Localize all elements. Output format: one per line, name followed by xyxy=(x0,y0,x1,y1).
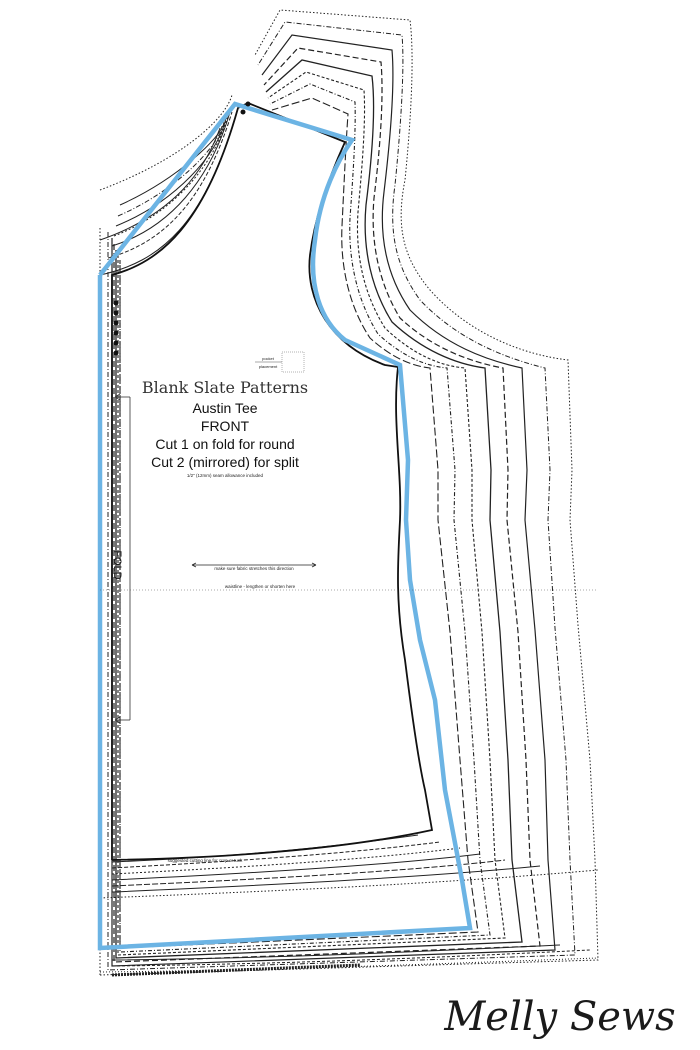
piece-name: FRONT xyxy=(201,418,250,434)
pattern-name: Austin Tee xyxy=(192,400,257,416)
cut-instruction-round: Cut 1 on fold for round xyxy=(155,436,294,452)
size-line-3 xyxy=(111,34,556,967)
pattern-label-block: Blank Slate Patterns Austin Tee FRONT Cu… xyxy=(142,378,308,478)
size-line-8 xyxy=(119,97,479,949)
neckline-curve-8 xyxy=(99,94,233,191)
hem-lines-group xyxy=(99,834,599,977)
neckline-curves-group xyxy=(99,94,239,276)
neckline-curve-4 xyxy=(113,114,229,237)
stretch-arrowhead-right xyxy=(311,562,317,568)
hem-line-7 xyxy=(99,869,599,899)
notch-dot xyxy=(113,300,119,306)
waistline-note: waistline - lengthen or shorten here xyxy=(225,584,296,589)
neckline-curve-2 xyxy=(107,111,233,259)
size-line-4 xyxy=(113,47,541,963)
pocket-placement: pocket placement xyxy=(255,351,305,373)
pocket-placement-box xyxy=(281,351,305,373)
size-line-outer-dotted xyxy=(99,9,599,976)
fold-label: FOLD xyxy=(111,550,123,579)
notch-dot xyxy=(113,330,119,336)
watermark-signature: Melly Sews xyxy=(443,994,675,1040)
notch-dot xyxy=(245,101,251,107)
neckline-curve-6 xyxy=(117,121,225,217)
notch-dot xyxy=(240,109,246,115)
size-line-7 xyxy=(119,83,491,953)
hem-line-6 xyxy=(111,865,541,893)
fold-arrow-top xyxy=(114,393,121,401)
hem-line-4 xyxy=(111,853,481,881)
highlighted-size-outline xyxy=(97,101,473,951)
stretch-note: make sure fabric stretches this directio… xyxy=(214,566,294,571)
stretch-direction: make sure fabric stretches this directio… xyxy=(191,562,317,571)
cut-instruction-split: Cut 2 (mirrored) for split xyxy=(151,454,299,470)
notch-dot xyxy=(113,320,119,326)
notch-dot xyxy=(113,310,119,316)
brand-name: Blank Slate Patterns xyxy=(142,378,308,397)
hem-bar-thick xyxy=(111,963,361,977)
fold-bracket xyxy=(114,393,131,724)
pocket-label-1: pocket xyxy=(262,356,275,361)
main-size-outline xyxy=(111,102,434,861)
pocket-label-2: placement xyxy=(259,364,278,369)
size-line-5 xyxy=(115,59,523,959)
hem-line-5 xyxy=(111,859,506,887)
center-front-notches xyxy=(113,300,119,356)
size-line-6 xyxy=(117,71,506,956)
notch-dot xyxy=(113,340,119,346)
seam-allowance-note: 1/2" (12mm) seam allowance included xyxy=(187,473,264,478)
neckline-curve-5 xyxy=(115,117,227,227)
size-lines-group xyxy=(99,9,599,976)
hem-line-2 xyxy=(111,841,441,869)
hem-line-9 xyxy=(111,949,591,967)
stretch-arrowhead-left xyxy=(191,562,197,568)
shoulder-notches xyxy=(240,101,251,115)
main-size-group xyxy=(97,101,473,951)
neckline-curve-9 xyxy=(99,127,221,241)
fold-arrow-bottom xyxy=(114,716,121,724)
size-line-2 xyxy=(107,21,576,971)
hem-note: suggested cutting line for crop or tuck xyxy=(168,858,244,863)
waistline: waistline - lengthen or shorten here xyxy=(100,584,598,591)
notch-dot xyxy=(113,350,119,356)
hem-line-8 xyxy=(111,944,561,961)
